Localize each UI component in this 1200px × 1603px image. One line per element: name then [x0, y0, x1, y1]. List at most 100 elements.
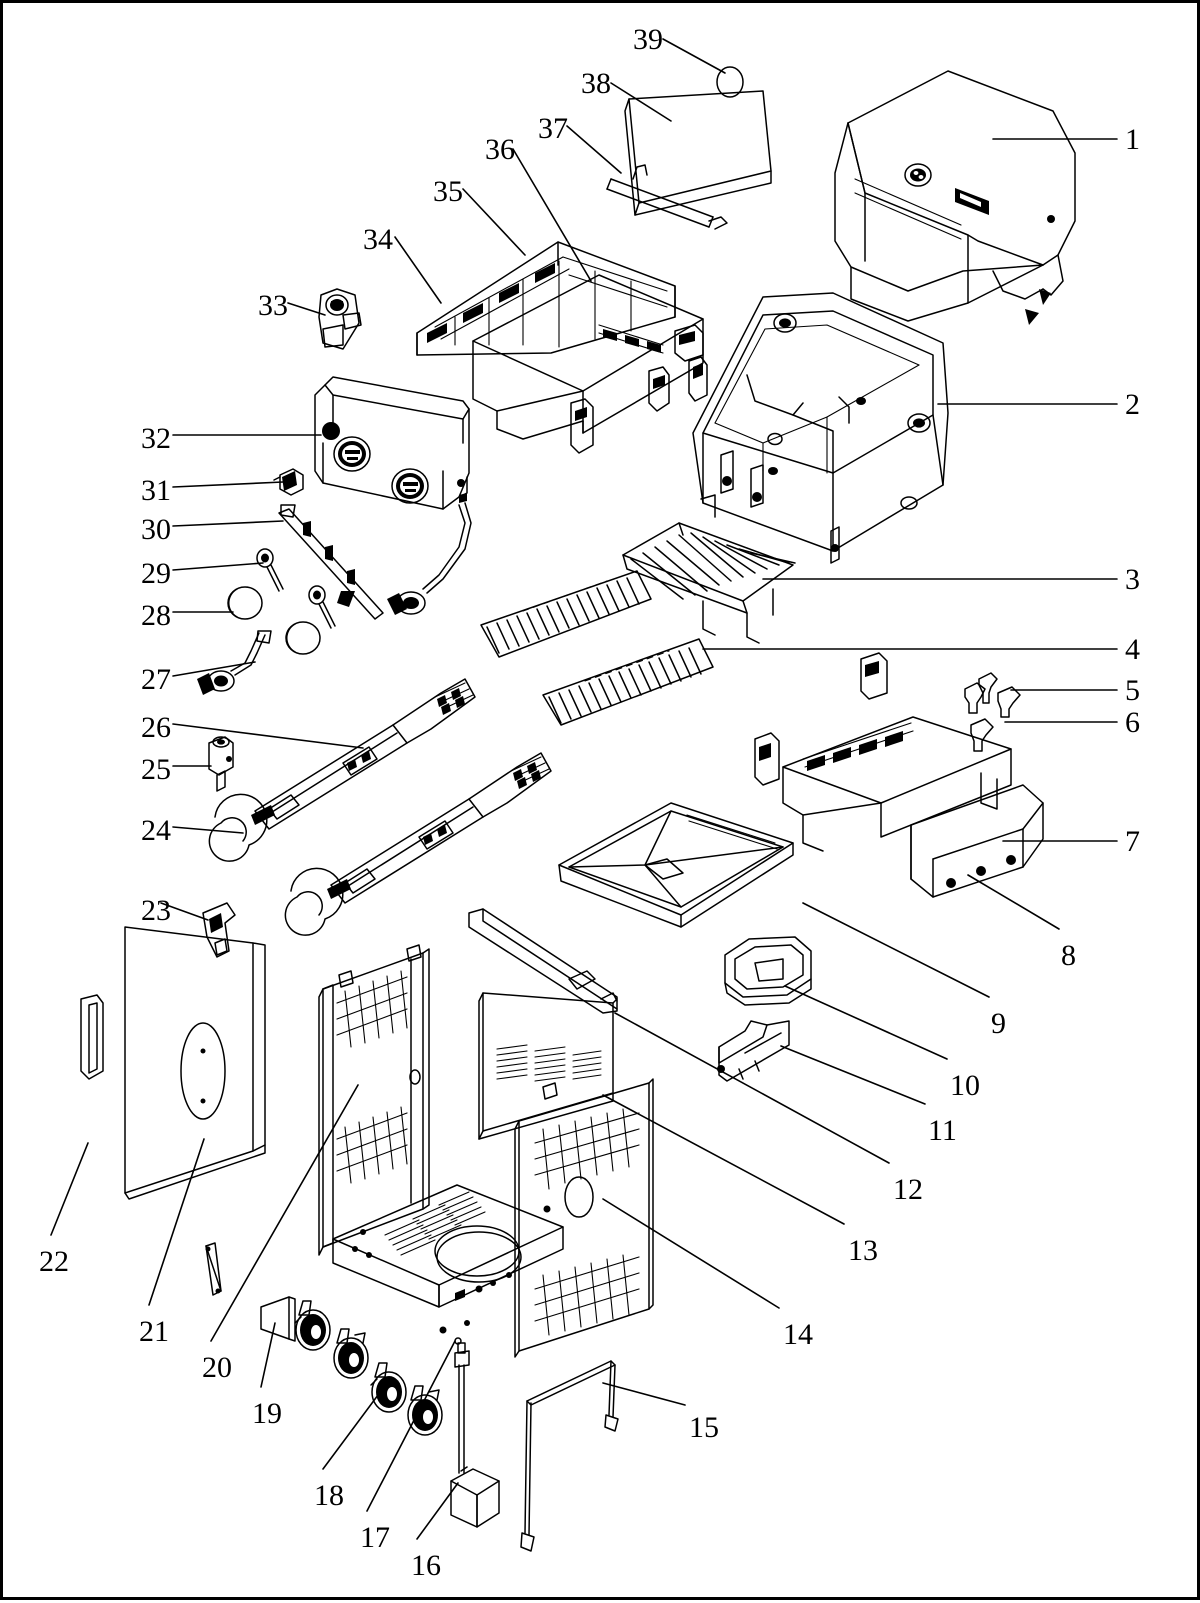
- callout-number-8: 8: [1061, 939, 1076, 972]
- part-door-hinge-bracket: [202, 902, 236, 958]
- callout-number-35: 35: [433, 175, 463, 208]
- callout-number-23: 23: [141, 894, 171, 927]
- part-lid-knob: [716, 66, 744, 98]
- part-manifold-assembly: [278, 504, 384, 620]
- leader-line-19: [260, 1322, 276, 1388]
- leader-line-37: [566, 125, 622, 174]
- part-igniter-electrode-wire: [197, 630, 272, 695]
- part-corner-brackets: [205, 1242, 296, 1342]
- callout-number-1: 1: [1125, 123, 1140, 156]
- callout-number-25: 25: [141, 753, 171, 786]
- callout-number-2: 2: [1125, 388, 1140, 421]
- callout-number-21: 21: [139, 1315, 169, 1348]
- callout-number-11: 11: [928, 1114, 957, 1147]
- leader-line-29: [172, 562, 264, 571]
- leader-line-10: [784, 985, 948, 1060]
- callout-number-24: 24: [141, 814, 171, 847]
- callout-number-14: 14: [783, 1318, 813, 1351]
- part-igniter-button: [273, 468, 304, 496]
- callout-number-17: 17: [360, 1521, 390, 1554]
- leader-line-14: [602, 1198, 780, 1309]
- part-grease-cup: [724, 936, 812, 1006]
- leader-line-34: [394, 236, 442, 304]
- callout-number-19: 19: [252, 1397, 282, 1430]
- leader-line-22: [50, 1142, 89, 1236]
- callout-number-5: 5: [1125, 674, 1140, 707]
- callout-number-7: 7: [1125, 825, 1140, 858]
- part-side-shelf-bracket: [754, 652, 1044, 898]
- part-control-panel: [314, 376, 472, 615]
- part-door-handle: [80, 994, 104, 1080]
- part-heat-tent-drip-pan: [558, 802, 794, 928]
- leader-line-38: [610, 82, 672, 122]
- leader-line-8: [967, 874, 1060, 930]
- callout-leader-lines: [50, 38, 1118, 1540]
- part-regulator-hose-fitting: [318, 288, 362, 350]
- callout-number-6: 6: [1125, 706, 1140, 739]
- callout-number-9: 9: [991, 1007, 1006, 1040]
- callout-number-10: 10: [950, 1069, 980, 1102]
- leader-line-12: [614, 1012, 890, 1164]
- callout-number-36: 36: [485, 133, 515, 166]
- leader-line-11: [780, 1045, 926, 1105]
- part-cabinet-door: [124, 926, 266, 1200]
- leader-line-36: [512, 148, 592, 282]
- callout-number-27: 27: [141, 663, 171, 696]
- leader-line-17: [366, 1340, 456, 1512]
- leader-line-21: [148, 1138, 205, 1306]
- leader-line-15: [602, 1382, 686, 1406]
- callout-number-37: 37: [538, 112, 568, 145]
- callout-number-22: 22: [39, 1245, 69, 1278]
- part-cart-side-panel-left: [318, 944, 430, 1256]
- part-burner-tube-right: [208, 678, 476, 862]
- part-firebox-body: [674, 292, 949, 564]
- leader-line-39: [662, 38, 726, 74]
- part-burner-tube-left: [284, 752, 552, 936]
- leader-line-18: [322, 1390, 382, 1470]
- exploded-view-drawing: [80, 66, 1076, 1552]
- part-grease-tray: [472, 274, 704, 454]
- callout-number-16: 16: [411, 1549, 441, 1582]
- callout-number-28: 28: [141, 599, 171, 632]
- leader-line-35: [462, 188, 526, 256]
- part-cart-bottom-panel: [332, 1184, 564, 1345]
- leader-line-24: [172, 826, 244, 834]
- callout-number-39: 39: [633, 23, 663, 56]
- leader-line-31: [172, 481, 284, 488]
- leader-line-9: [802, 902, 990, 998]
- callout-number-18: 18: [314, 1479, 344, 1512]
- callout-number-20: 20: [202, 1351, 232, 1384]
- callout-number-12: 12: [893, 1173, 923, 1206]
- callout-number-4: 4: [1125, 633, 1140, 666]
- callout-number-3: 3: [1125, 563, 1140, 596]
- part-control-knobs: [227, 586, 321, 655]
- part-casters: [294, 1300, 443, 1436]
- callout-number-38: 38: [581, 67, 611, 100]
- callout-number-32: 32: [141, 422, 171, 455]
- leader-line-20: [210, 1084, 359, 1342]
- part-gas-valve-fitting: [208, 736, 234, 792]
- part-cart-cross-rail: [468, 908, 618, 1014]
- callout-number-29: 29: [141, 557, 171, 590]
- leader-line-33: [287, 302, 326, 316]
- callout-number-30: 30: [141, 513, 171, 546]
- leader-line-16: [416, 1482, 459, 1540]
- callout-number-26: 26: [141, 711, 171, 744]
- part-bottom-wire-shelf: [520, 1360, 619, 1552]
- leader-line-30: [172, 520, 284, 527]
- part-grill-lid-hood: [834, 70, 1076, 325]
- part-igniter-wire: [454, 1342, 470, 1474]
- leader-line-13: [602, 1094, 845, 1225]
- part-valve-stem-clips: [256, 548, 336, 629]
- part-handle-bar: [606, 164, 728, 230]
- part-cooking-grate-left: [480, 570, 652, 658]
- part-heat-shield-grille: [416, 241, 676, 356]
- callout-number-33: 33: [258, 289, 288, 322]
- callout-number-15: 15: [689, 1411, 719, 1444]
- leader-line-23: [160, 902, 209, 921]
- callout-number-31: 31: [141, 474, 171, 507]
- callout-number-34: 34: [363, 223, 393, 256]
- leader-line-27: [172, 661, 256, 677]
